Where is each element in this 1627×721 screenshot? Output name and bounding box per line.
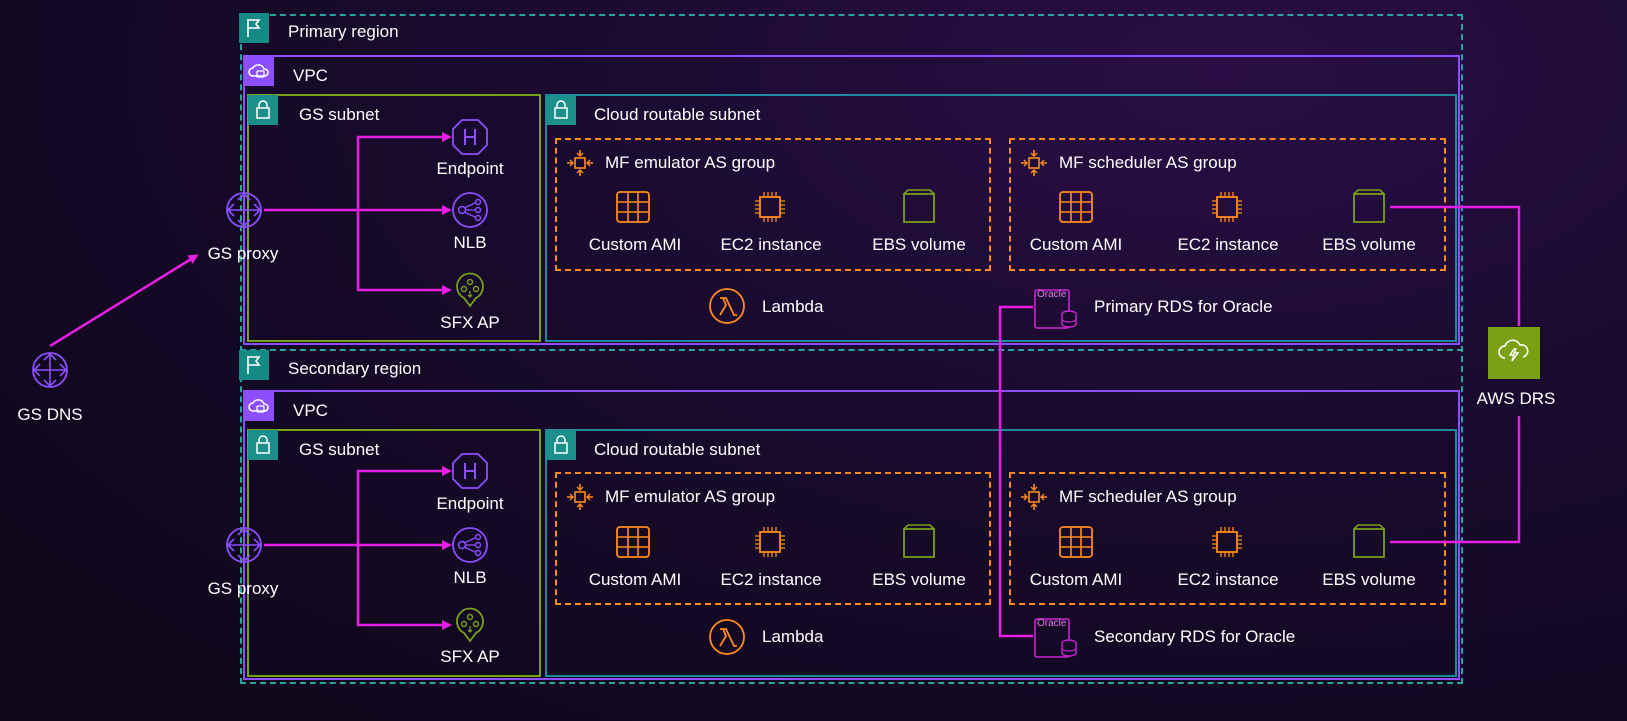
primary-gs-subnet: GS subnet bbox=[247, 94, 541, 342]
secondary-vpc-title: VPC bbox=[293, 401, 328, 420]
primary-rds-label: Primary RDS for Oracle bbox=[1094, 297, 1273, 316]
primary-region-title: Primary region bbox=[288, 22, 399, 41]
custom-ami-label: Custom AMI bbox=[588, 570, 682, 589]
custom-ami-label: Custom AMI bbox=[1029, 235, 1123, 254]
primary-gs-subnet-title: GS subnet bbox=[299, 105, 380, 124]
secondary-rds-label: Secondary RDS for Oracle bbox=[1094, 627, 1296, 646]
oracle-badge: Oracle bbox=[1037, 289, 1067, 300]
endpoint-icon[interactable] bbox=[451, 118, 489, 161]
elastic-disaster-recovery-icon bbox=[1497, 336, 1531, 371]
lambda-icon[interactable] bbox=[708, 618, 746, 661]
primary-emulator-asg: MF emulator AS group bbox=[555, 138, 991, 271]
custom-ami-icon[interactable] bbox=[1058, 190, 1094, 229]
secondary-region-header: Secondary region bbox=[239, 349, 1463, 383]
lock-icon bbox=[546, 95, 576, 125]
custom-ami-icon[interactable] bbox=[1058, 525, 1094, 564]
ec2-instance-label: EC2 instance bbox=[1177, 235, 1279, 254]
auto-scaling-icon bbox=[1019, 482, 1049, 517]
ebs-volume-icon[interactable] bbox=[1352, 523, 1386, 564]
sfx-ap-icon[interactable] bbox=[453, 272, 487, 313]
rds-oracle-icon[interactable] bbox=[1033, 288, 1079, 335]
secondary-gs-subnet: GS subnet bbox=[247, 429, 541, 677]
ebs-volume-label: EBS volume bbox=[1322, 235, 1416, 254]
ec2-instance-label: EC2 instance bbox=[720, 570, 822, 589]
secondary-emulator-asg: MF emulator AS group bbox=[555, 472, 991, 605]
endpoint-label: Endpoint bbox=[436, 159, 504, 178]
custom-ami-label: Custom AMI bbox=[588, 235, 682, 254]
auto-scaling-icon bbox=[565, 148, 595, 183]
primary-region-header: Primary region bbox=[239, 13, 1463, 48]
auto-scaling-icon bbox=[1019, 148, 1049, 183]
gs-proxy-label: GS proxy bbox=[207, 579, 279, 598]
auto-scaling-icon bbox=[565, 482, 595, 517]
secondary-emulator-asg-title: MF emulator AS group bbox=[605, 487, 776, 506]
rds-oracle-icon[interactable] bbox=[1033, 617, 1079, 664]
vpc-cloud-icon bbox=[244, 391, 274, 421]
endpoint-icon[interactable] bbox=[451, 452, 489, 495]
secondary-cloud-subnet-title: Cloud routable subnet bbox=[594, 440, 761, 459]
primary-scheduler-asg: MF scheduler AS group bbox=[1009, 138, 1446, 271]
ebs-volume-label: EBS volume bbox=[872, 235, 966, 254]
gs-proxy-icon[interactable] bbox=[224, 190, 264, 235]
primary-scheduler-asg-title: MF scheduler AS group bbox=[1059, 153, 1237, 172]
lambda-label: Lambda bbox=[762, 627, 824, 646]
nlb-label: NLB bbox=[453, 233, 487, 252]
gs-dns-icon[interactable] bbox=[30, 350, 70, 395]
nlb-icon[interactable] bbox=[451, 191, 489, 234]
ec2-instance-icon[interactable] bbox=[1210, 525, 1244, 564]
primary-emulator-asg-title: MF emulator AS group bbox=[605, 153, 776, 172]
region-flag-icon bbox=[239, 13, 269, 43]
nlb-label: NLB bbox=[453, 568, 487, 587]
ec2-instance-icon[interactable] bbox=[753, 190, 787, 229]
ec2-instance-label: EC2 instance bbox=[720, 235, 822, 254]
custom-ami-icon[interactable] bbox=[615, 525, 651, 564]
lambda-icon[interactable] bbox=[708, 287, 746, 330]
secondary-gs-subnet-title: GS subnet bbox=[299, 440, 380, 459]
secondary-region-title: Secondary region bbox=[288, 359, 422, 378]
vpc-cloud-icon bbox=[244, 56, 274, 86]
lock-icon bbox=[248, 95, 278, 125]
ebs-volume-icon[interactable] bbox=[902, 523, 936, 564]
lock-icon bbox=[546, 430, 576, 460]
ebs-volume-icon[interactable] bbox=[1352, 188, 1386, 229]
gs-proxy-label: GS proxy bbox=[207, 244, 279, 263]
endpoint-label: Endpoint bbox=[436, 494, 504, 513]
nlb-icon[interactable] bbox=[451, 526, 489, 569]
lock-icon bbox=[248, 430, 278, 460]
sfx-ap-icon[interactable] bbox=[453, 607, 487, 648]
sfx-ap-label: SFX AP bbox=[440, 647, 500, 666]
aws-drs-label: AWS DRS bbox=[1476, 389, 1556, 408]
secondary-scheduler-asg-title: MF scheduler AS group bbox=[1059, 487, 1237, 506]
ebs-volume-label: EBS volume bbox=[872, 570, 966, 589]
ec2-instance-icon[interactable] bbox=[1210, 190, 1244, 229]
dns-to-proxy-connector bbox=[49, 254, 199, 348]
custom-ami-label: Custom AMI bbox=[1029, 570, 1123, 589]
ebs-volume-icon[interactable] bbox=[902, 188, 936, 229]
ec2-instance-icon[interactable] bbox=[753, 525, 787, 564]
custom-ami-icon[interactable] bbox=[615, 190, 651, 229]
lambda-label: Lambda bbox=[762, 297, 824, 316]
region-flag-icon bbox=[239, 350, 269, 380]
ec2-instance-label: EC2 instance bbox=[1177, 570, 1279, 589]
aws-drs-node[interactable] bbox=[1488, 327, 1540, 379]
gs-proxy-icon[interactable] bbox=[224, 525, 264, 570]
sfx-ap-label: SFX AP bbox=[440, 313, 500, 332]
gs-dns-label: GS DNS bbox=[17, 405, 83, 424]
oracle-badge: Oracle bbox=[1037, 618, 1067, 629]
primary-cloud-subnet-title: Cloud routable subnet bbox=[594, 105, 761, 124]
primary-vpc-title: VPC bbox=[293, 66, 328, 85]
ebs-volume-label: EBS volume bbox=[1322, 570, 1416, 589]
